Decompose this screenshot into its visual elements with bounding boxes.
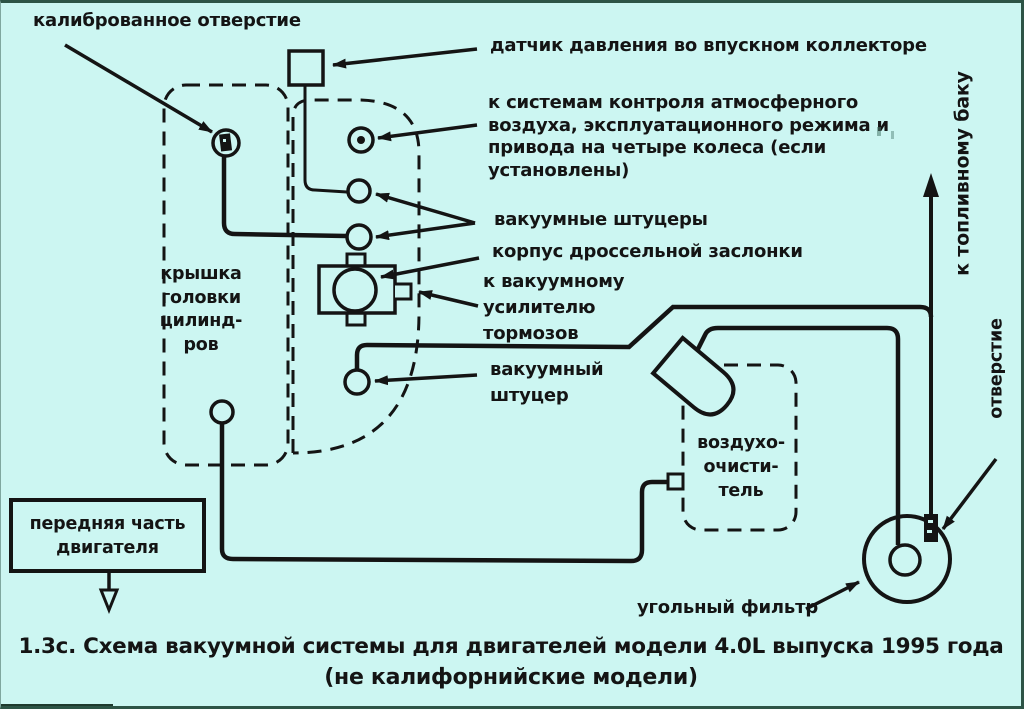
label-carbon-filter: угольный фильтр <box>637 597 819 618</box>
pcv-orifice-speck <box>223 139 226 142</box>
map-sensor-line <box>303 85 348 194</box>
arrow-brake-booster <box>418 290 479 308</box>
label-air-cleaner: воздухо- очисти- тель <box>697 433 785 501</box>
label-calibrated-orifice: калиброванное отверстие <box>33 10 301 31</box>
throttle-bore <box>332 267 378 313</box>
air-cleaner-outline <box>681 363 798 532</box>
label-orifice: отверстие <box>986 318 1007 419</box>
label-to-fuel-tank: к топливному баку <box>951 71 974 276</box>
purge-pipe <box>354 304 934 370</box>
label-valve-cover: крышка головки цилинд- ров <box>159 264 243 355</box>
brake-booster-port <box>395 282 413 301</box>
air-filter-element <box>650 335 736 417</box>
vacuum-fitting-bottom <box>343 368 371 396</box>
pcv-pipe <box>221 156 347 239</box>
diagram-linework <box>1 43 998 706</box>
pcv-orifice-mark <box>219 133 233 152</box>
label-vacuum-fittings: вакуумные штуцеры <box>494 209 708 230</box>
scan-mark-bottom <box>1 704 113 706</box>
orifice-block <box>924 514 938 542</box>
label-throttle-body: корпус дроссельной заслонки <box>492 241 803 262</box>
arrow-orifice <box>941 457 998 531</box>
intake-manifold-outline <box>291 98 421 455</box>
breather-pipe <box>219 423 668 564</box>
print-smudge-1 <box>877 127 881 136</box>
air-cleaner-side-fitting <box>666 472 685 491</box>
front-engine-arrowhead <box>98 588 120 615</box>
vacuum-fitting-upper <box>346 178 372 204</box>
arrow-throttle-body <box>380 256 480 280</box>
throttle-body-top-tab <box>345 252 367 266</box>
map-sensor-symbol <box>287 49 325 87</box>
arrow-calibrated-orifice <box>64 43 213 134</box>
orifice-speck1 <box>928 520 933 523</box>
vacuum-fitting-lower <box>345 223 373 251</box>
arrow-vacuum-fitting <box>374 373 478 386</box>
valve-cover-breather <box>209 399 235 425</box>
label-map-sensor: датчик давления во впускном коллекторе <box>490 35 927 56</box>
orifice-speck2 <box>927 530 932 533</box>
port-dot-center <box>357 136 365 144</box>
arrow-vacuum-fittings-lower <box>375 221 476 241</box>
throttle-body-bottom-tab <box>345 313 367 327</box>
arrow-control-systems <box>377 123 478 142</box>
label-brake-booster: к вакуумному усилителю тормозов <box>483 271 625 344</box>
label-vacuum-fitting: вакуумный штуцер <box>490 359 604 406</box>
fuel-tank-arrowhead <box>923 173 939 197</box>
label-control-systems: к системам контроля атмосферного воздуха… <box>488 92 889 181</box>
arrow-carbon-filter <box>805 580 860 611</box>
valve-cover-outline <box>162 83 290 467</box>
arrow-vacuum-fittings-upper <box>375 192 476 225</box>
figure-caption-line2: (не калифорнийские модели) <box>324 665 698 690</box>
print-smudge-2 <box>891 131 894 139</box>
arrow-map-sensor <box>332 47 478 69</box>
label-front-of-engine: передняя часть двигателя <box>29 513 186 558</box>
figure-caption-line1: 1.3с. Схема вакуумной системы для двигат… <box>18 634 1004 659</box>
air-cleaner-pipe <box>692 325 901 545</box>
carbon-canister-port <box>888 543 922 577</box>
